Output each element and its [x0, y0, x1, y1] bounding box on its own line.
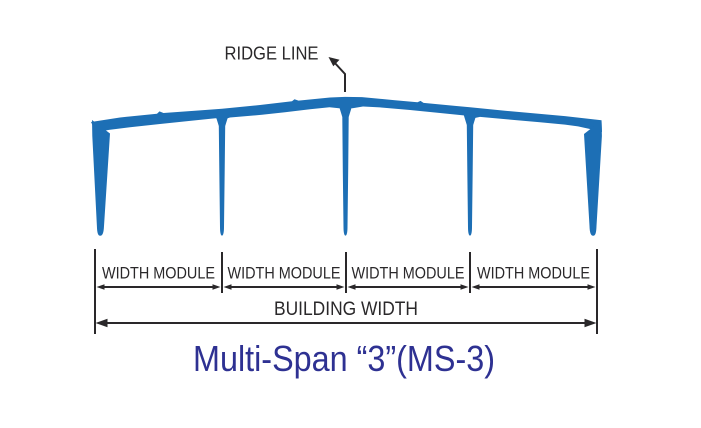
dim-arrowhead [460, 284, 469, 290]
frame-right-column [584, 120, 602, 236]
dim-arrowhead [584, 318, 597, 328]
frame-interior-column-center [338, 103, 353, 236]
diagram-title: Multi-Span “3”(MS-3) [193, 338, 495, 379]
dim-arrowhead [95, 318, 108, 328]
module-label-1: WIDTH MODULE [102, 264, 215, 283]
ridge-leader-arrowhead [328, 57, 340, 67]
dim-arrowhead [471, 284, 480, 290]
ridge-leader-line [332, 60, 346, 92]
module-label-3: WIDTH MODULE [352, 264, 465, 283]
frame-interior-column-3 [462, 111, 478, 236]
building-width-label: BUILDING WIDTH [274, 299, 418, 320]
dim-arrowhead [223, 284, 232, 290]
module-label-4: WIDTH MODULE [477, 264, 590, 283]
dim-arrowhead [587, 284, 596, 290]
module-label-2: WIDTH MODULE [228, 264, 341, 283]
dim-arrowhead [212, 284, 221, 290]
frame-interior-column-1 [214, 112, 230, 236]
dim-arrowhead [96, 284, 105, 290]
dim-arrowhead [336, 284, 345, 290]
dim-arrowhead [347, 284, 356, 290]
frame-left-column [92, 120, 110, 236]
ridge-label: RIDGE LINE [225, 44, 319, 64]
